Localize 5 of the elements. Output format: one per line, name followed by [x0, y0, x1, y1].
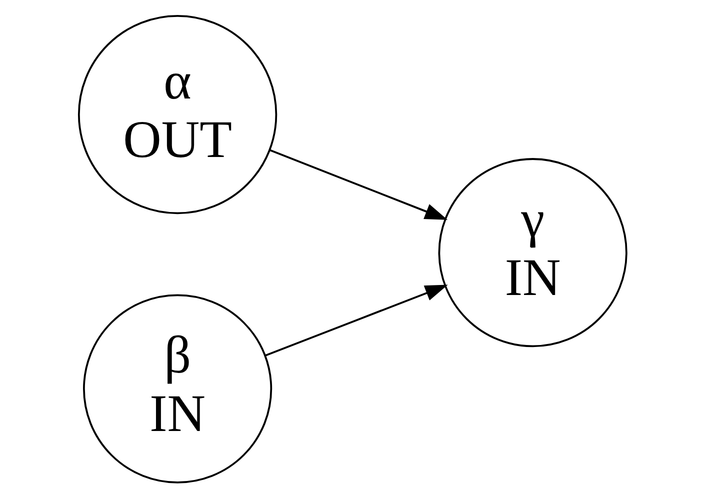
node-circle: γ IN: [438, 158, 627, 348]
node-circle: β IN: [82, 294, 272, 484]
node-circle: α OUT: [77, 14, 277, 214]
arrow: [269, 149, 448, 220]
arrow: [264, 284, 448, 356]
